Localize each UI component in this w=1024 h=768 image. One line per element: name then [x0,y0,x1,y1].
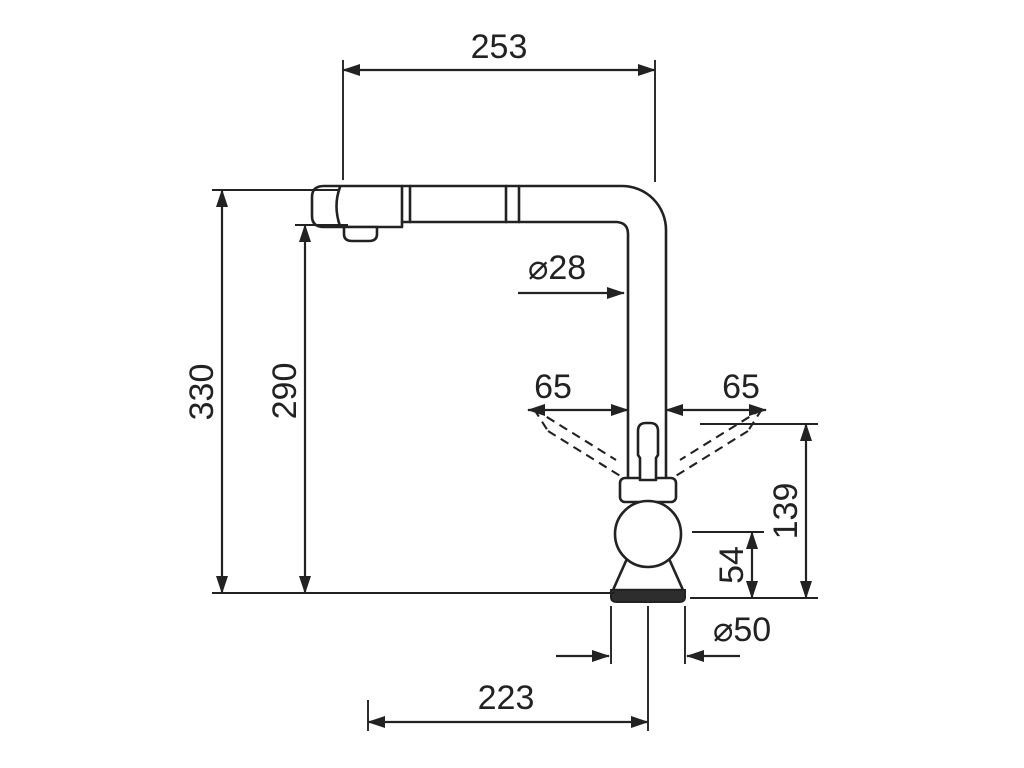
handle-swing-right-edge-1 [679,408,763,461]
spray-head-grip-line [335,185,342,228]
dim-label-290: 290 [266,363,304,420]
body-ball-joint [613,499,683,569]
handle-lever [636,421,660,482]
dim-label-330: 330 [183,364,221,421]
dim-label-dia28: ⌀28 [528,249,586,287]
dimension-overall-height: 330 [183,189,615,594]
dim-label-dia50: ⌀50 [713,611,771,649]
dimension-body-center-height: 54 [692,531,764,599]
handle-swing-left-edge-2 [547,430,623,478]
handle-swing-right-edge-2 [673,430,749,478]
dimension-outlet-height: 290 [266,224,348,594]
handle-swing-left-edge-1 [533,408,617,461]
dim-label-253: 253 [471,28,528,66]
spray-head [310,184,404,229]
dimension-handle-swing-left: 65 [527,368,629,416]
faucet-outline [310,184,686,603]
dim-label-54: 54 [713,546,751,584]
base-plate [610,589,686,603]
dimension-handle-swing-right: 65 [665,368,767,416]
spray-nozzle [342,225,379,243]
dimension-tube-diameter: ⌀28 [518,249,625,299]
spout-tube-bottom [400,220,630,480]
dim-label-139: 139 [767,483,805,540]
dim-label-223: 223 [478,679,535,717]
dimension-base-diameter: ⌀50 [556,606,771,664]
spout-tube-top [400,184,668,480]
dimension-outlet-to-axis: 223 [367,606,649,731]
dim-label-65-left: 65 [534,368,572,406]
dimension-spout-reach: 253 [342,28,656,182]
dim-label-65-right: 65 [722,368,760,406]
dimension-handle-height: 139 [690,423,818,599]
body-collar [618,476,678,504]
